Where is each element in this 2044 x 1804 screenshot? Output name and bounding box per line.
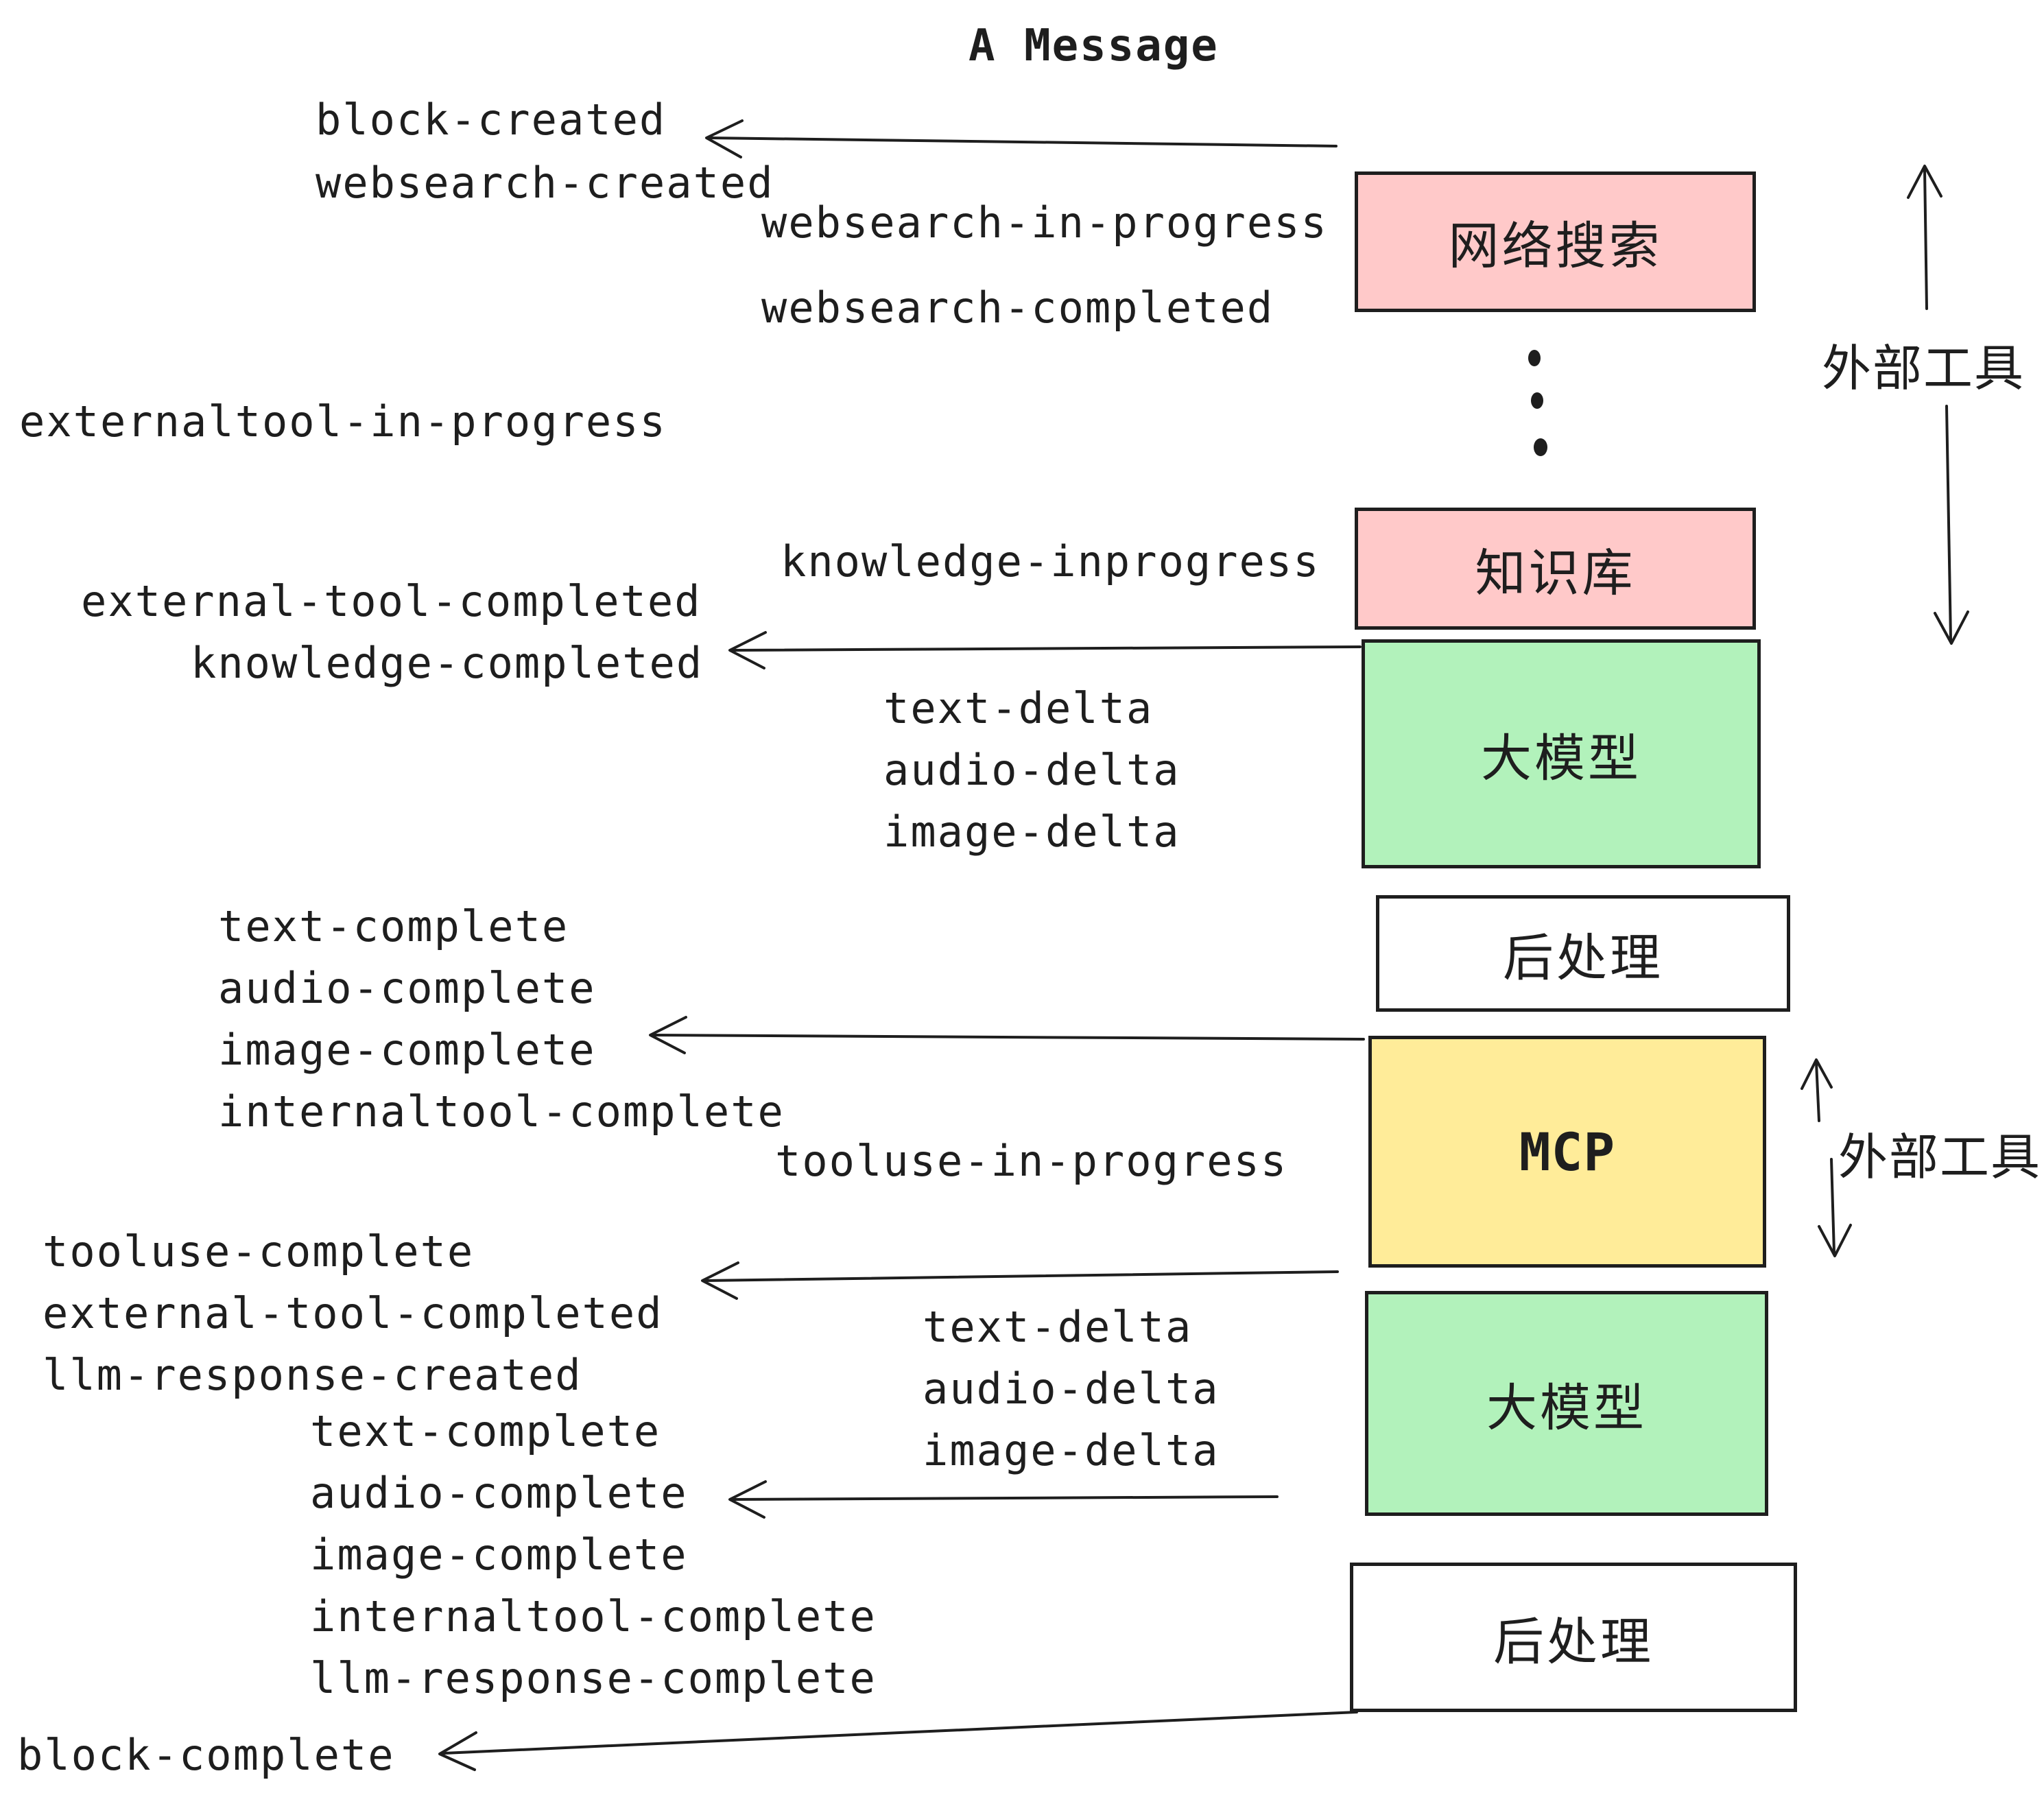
external-tools-top-label: 外部工具 <box>1822 342 2025 396</box>
external-tools-top-up-arrow <box>1907 165 1942 310</box>
llm-box-2: 大模型 <box>1365 1291 1768 1516</box>
diagram-title: A Message <box>968 21 1219 71</box>
llm-box-1: 大模型 <box>1362 639 1761 868</box>
event-label-image-delta-1: image-delta <box>883 807 1180 857</box>
event-label-audio-delta-2: audio-delta <box>923 1364 1220 1414</box>
event-label-websearch-created: websearch-created <box>316 158 774 208</box>
event-label-text-complete-2: text-complete <box>310 1406 661 1456</box>
event-label-image-delta-2: image-delta <box>923 1425 1220 1475</box>
arrow-to-tooluse-complete <box>701 1261 1339 1300</box>
websearch-box-label: 网络搜索 <box>1448 217 1663 274</box>
llm-box-2-label: 大模型 <box>1486 1379 1647 1436</box>
llm-box-1-label: 大模型 <box>1481 729 1641 787</box>
arrow-to-image-complete <box>649 1016 1365 1054</box>
event-label-internaltool-complete-1: internaltool-complete <box>218 1087 785 1137</box>
event-label-image-complete-2: image-complete <box>310 1530 688 1580</box>
event-label-llm-response-created: llm-response-created <box>43 1350 582 1400</box>
postprocess-box-1-label: 后处理 <box>1503 929 1663 986</box>
event-label-block-complete: block-complete <box>17 1730 395 1780</box>
postprocess-box-2-label: 后处理 <box>1493 1613 1654 1670</box>
knowledge-box: 知识库 <box>1355 508 1756 630</box>
event-label-tooluse-in-progress: tooluse-in-progress <box>775 1136 1288 1186</box>
external-tools-bottom-up-arrow <box>1801 1058 1833 1122</box>
event-label-text-delta-1: text-delta <box>883 683 1154 733</box>
arrow-to-audio-complete <box>728 1480 1279 1519</box>
event-label-knowledge-inprogress: knowledge-inprogress <box>781 536 1320 586</box>
event-label-audio-complete-2: audio-complete <box>310 1468 688 1518</box>
websearch-box: 网络搜索 <box>1355 171 1756 312</box>
postprocess-box-1: 后处理 <box>1376 895 1790 1012</box>
event-label-external-tool-completed-1: external-tool-completed <box>81 576 702 626</box>
event-label-block-created: block-created <box>316 95 667 145</box>
arrow-to-block-complete <box>438 1711 1358 1771</box>
event-label-externaltool-in-progress: externaltool-in-progress <box>19 396 667 447</box>
arrow-to-knowledge-completed <box>728 631 1362 669</box>
event-label-websearch-completed: websearch-completed <box>761 283 1274 333</box>
mcp-box: MCP <box>1368 1036 1766 1268</box>
event-label-text-delta-2: text-delta <box>923 1302 1193 1352</box>
event-label-audio-delta-1: audio-delta <box>883 745 1180 795</box>
knowledge-box-label: 知识库 <box>1475 544 1636 602</box>
arrow-to-websearch-created <box>705 119 1338 158</box>
event-label-websearch-in-progress: websearch-in-progress <box>761 198 1328 248</box>
event-label-llm-response-complete: llm-response-complete <box>310 1653 877 1703</box>
vertical-ellipsis-dots <box>1528 350 1547 456</box>
event-label-tooluse-complete: tooluse-complete <box>43 1226 475 1277</box>
event-label-audio-complete-1: audio-complete <box>218 963 596 1013</box>
mcp-box-label: MCP <box>1519 1121 1616 1183</box>
external-tools-bottom-label: 外部工具 <box>1838 1130 2042 1185</box>
external-tools-bottom-down-arrow <box>1818 1158 1852 1257</box>
external-tools-top-down-arrow <box>1934 405 1969 645</box>
event-label-external-tool-completed-2: external-tool-completed <box>43 1288 663 1338</box>
event-label-text-complete-1: text-complete <box>218 901 569 951</box>
event-label-internaltool-complete-2: internaltool-complete <box>310 1591 877 1641</box>
postprocess-box-2: 后处理 <box>1350 1563 1797 1712</box>
event-label-image-complete-1: image-complete <box>218 1025 596 1075</box>
event-label-knowledge-completed: knowledge-completed <box>191 638 704 688</box>
